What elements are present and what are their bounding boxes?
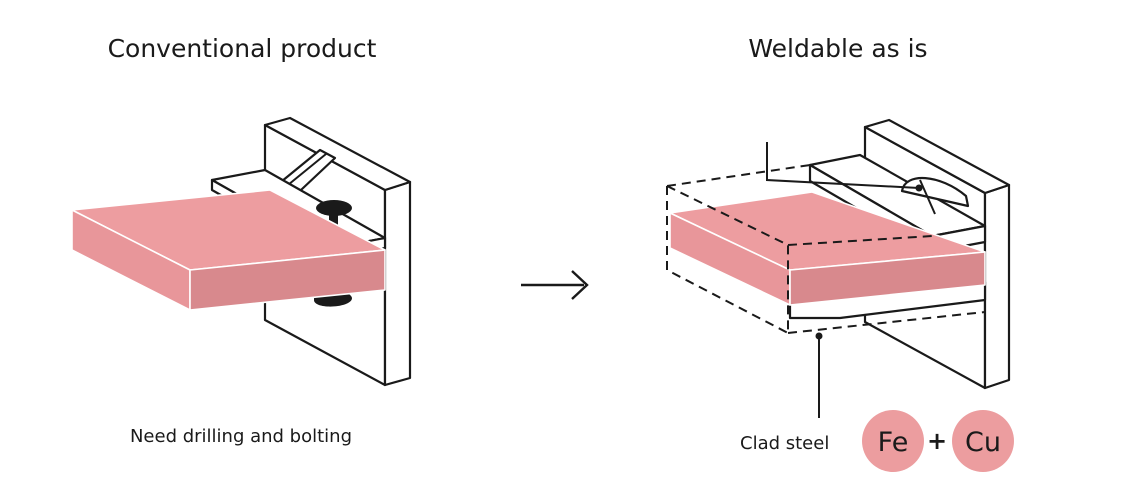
left-caption: Need drilling and bolting — [130, 426, 352, 447]
right-title: Weldable as is — [748, 34, 927, 63]
left-plate-side — [189, 249, 386, 311]
clad-outline-left — [666, 186, 789, 334]
fe-label: Fe — [878, 427, 909, 458]
conventional-product-illustration — [71, 116, 412, 387]
cu-label: Cu — [965, 427, 1001, 458]
left-wall-side — [383, 180, 412, 387]
right-plate-side — [789, 251, 986, 306]
weld-leader-line — [766, 142, 920, 189]
arrow-head — [571, 270, 589, 300]
fe-badge — [862, 410, 924, 472]
weld-bead-edge — [919, 179, 936, 215]
clad-outline-top — [666, 164, 811, 187]
clad-outline-bottom — [787, 311, 986, 334]
right-wall-top — [863, 118, 1011, 195]
right-wall-side — [983, 183, 1011, 390]
cu-badge — [952, 410, 1014, 472]
weld-leader-dot — [915, 184, 923, 192]
right-caption: Clad steel — [740, 433, 829, 454]
left-wall-top — [263, 116, 412, 192]
left-title: Conventional product — [108, 34, 377, 63]
clad-outline-right — [787, 235, 933, 246]
clad-leader-dot — [815, 332, 823, 340]
transition-arrow — [521, 270, 589, 300]
weldable-illustration — [666, 118, 1011, 418]
upper-bolt-shank — [329, 208, 338, 228]
plus-sign: + — [927, 427, 947, 455]
